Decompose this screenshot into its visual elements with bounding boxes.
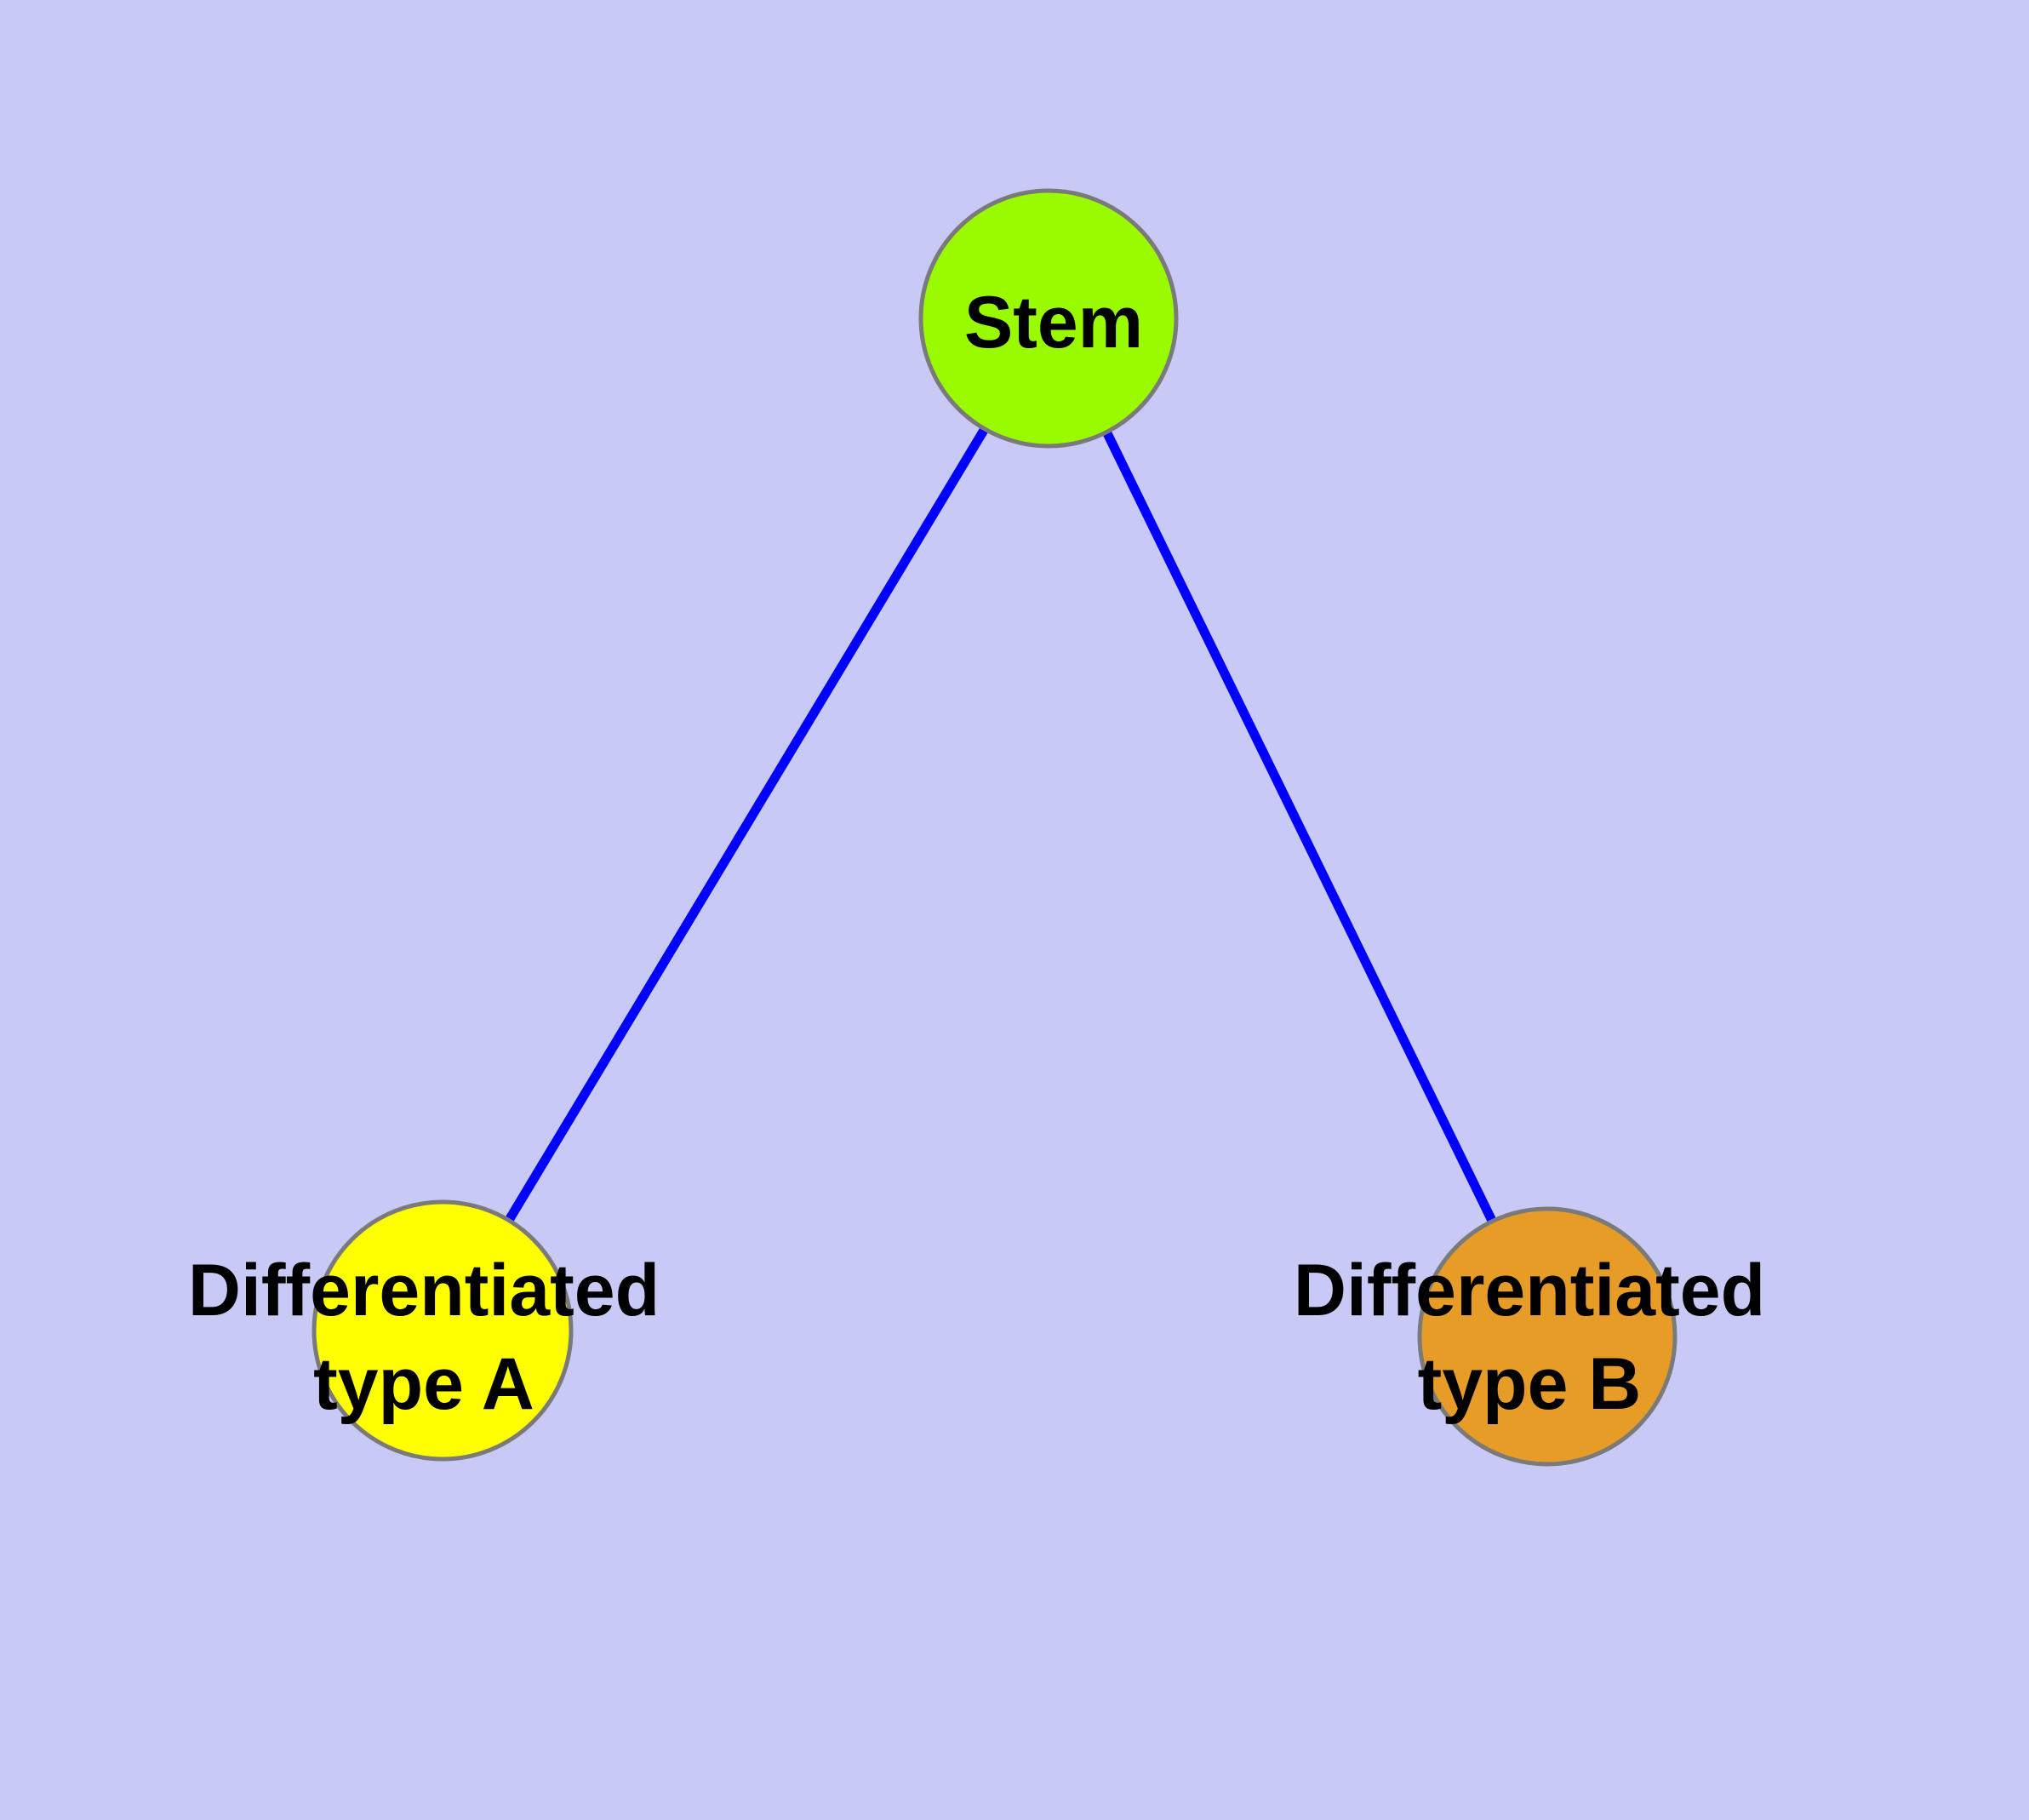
- type-a-node-label-line1: Differentiated: [188, 1250, 660, 1331]
- type-a-node-label-line2: type A: [313, 1343, 534, 1425]
- type-b-node-label-line2: type B: [1418, 1343, 1642, 1425]
- stem-node-label: Stem: [964, 282, 1143, 363]
- edge-stem-to-type-b: [1047, 316, 1553, 1340]
- type-a-node: [311, 1199, 574, 1462]
- type-b-node: [1417, 1206, 1677, 1467]
- type-b-node-label-line1: Differentiated: [1294, 1250, 1765, 1331]
- edge-stem-to-type-a: [438, 316, 1055, 1333]
- stem-node: [918, 188, 1179, 449]
